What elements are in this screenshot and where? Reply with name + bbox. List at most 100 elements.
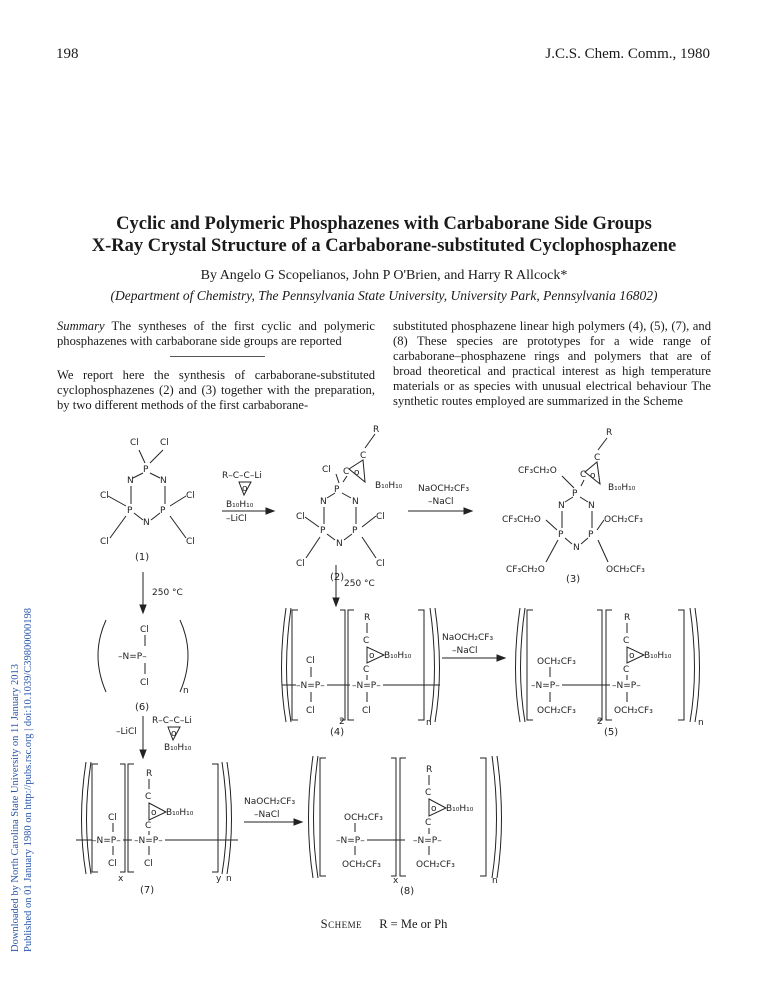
compound-7: x Cl –N=P– Cl R C o B₁₀H₁₀ C –N=P– Cl y … bbox=[76, 761, 238, 896]
atom-label: Cl bbox=[100, 491, 109, 501]
atom-label: B₁₀H₁₀ bbox=[644, 651, 672, 661]
compound-label-6: (6) bbox=[135, 702, 149, 713]
summary-text: The syntheses of the first cyclic and po… bbox=[57, 319, 376, 348]
backbone-label: –N=P– bbox=[92, 836, 121, 846]
atom-label: C bbox=[145, 792, 151, 802]
atom-label: N bbox=[320, 497, 327, 507]
compound-1: Cl Cl P N N P P N Cl Cl Cl Cl (1) bbox=[100, 438, 195, 563]
atom-label: Cl bbox=[186, 537, 195, 547]
atom-label: C bbox=[580, 470, 586, 480]
title-line-1: Cyclic and Polymeric Phosphazenes with C… bbox=[116, 214, 652, 234]
subscript-label: n bbox=[226, 874, 232, 884]
atom-label: C bbox=[343, 467, 349, 477]
atom-label: Cl bbox=[160, 438, 169, 448]
atom-label: B₁₀H₁₀ bbox=[446, 804, 474, 814]
atom-label: N bbox=[558, 501, 565, 511]
atom-label: B₁₀H₁₀ bbox=[384, 651, 412, 661]
atom-label: C bbox=[623, 636, 629, 646]
compound-label-4: (4) bbox=[330, 727, 344, 738]
atom-label: R bbox=[606, 428, 612, 438]
atom-label: CF₃CH₂O bbox=[506, 565, 545, 575]
byproduct-label: –NaCl bbox=[452, 646, 478, 656]
backbone-label: –N=P– bbox=[531, 681, 560, 691]
atom-label: Cl bbox=[186, 491, 195, 501]
atom-label: C bbox=[425, 788, 431, 798]
compound-3: R C C o B₁₀H₁₀ CF₃CH₂O P N N P P N CF₃CH… bbox=[502, 428, 645, 585]
atom-label: o bbox=[629, 651, 635, 661]
atom-label: Cl bbox=[140, 625, 149, 635]
subscript-label: 2 bbox=[339, 717, 345, 727]
reagent-label: R–C–C–Li bbox=[152, 716, 192, 726]
atom-label: Cl bbox=[322, 465, 331, 475]
atom-label: Cl bbox=[362, 706, 371, 716]
reagent-label: B₁₀H₁₀ bbox=[164, 743, 192, 753]
compound-2: R C C o B₁₀H₁₀ Cl P N N P P N Cl Cl Cl C… bbox=[296, 425, 403, 583]
compound-label-8: (8) bbox=[400, 886, 414, 897]
body-column-left: We report here the synthesis of carbabor… bbox=[57, 368, 375, 412]
backbone-label: –N=P– bbox=[296, 681, 325, 691]
atom-label: R bbox=[624, 613, 630, 623]
atom-label: P bbox=[558, 530, 564, 540]
compound-label-2: (2) bbox=[330, 572, 344, 583]
backbone-label: –N=P– bbox=[118, 652, 147, 662]
arrow-7-to-8: NaOCH₂CF₃ –NaCl bbox=[244, 797, 304, 826]
watermark-line-1[interactable]: Downloaded by North Carolina State Unive… bbox=[10, 664, 21, 952]
atom-label: Cl bbox=[306, 706, 315, 716]
arrow-6-to-7: R–C–C–Li o B₁₀H₁₀ –LiCl bbox=[116, 716, 192, 760]
watermark-line-2[interactable]: Published on 01 January 1980 on http://p… bbox=[23, 608, 34, 952]
atom-label: Cl bbox=[108, 813, 117, 823]
atom-label: N bbox=[160, 476, 167, 486]
atom-label: Cl bbox=[140, 678, 149, 688]
atom-label: N bbox=[127, 476, 134, 486]
atom-label: o bbox=[354, 468, 360, 478]
atom-label: o bbox=[171, 729, 177, 739]
atom-label: OCH₂CF₃ bbox=[614, 706, 653, 716]
backbone-label: –N=P– bbox=[612, 681, 641, 691]
atom-label: Cl bbox=[100, 537, 109, 547]
reaction-scheme: Cl Cl P N N P P N Cl Cl Cl Cl (1) R–C–C–… bbox=[0, 400, 768, 930]
atom-label: C bbox=[425, 818, 431, 828]
atom-label: CF₃CH₂O bbox=[518, 466, 557, 476]
atom-label: P bbox=[334, 485, 340, 495]
reagent-label: NaOCH₂CF₃ bbox=[244, 797, 295, 807]
atom-label: Cl bbox=[144, 859, 153, 869]
compound-5: 2 OCH₂CF₃ –N=P– OCH₂CF₃ R C o B₁₀H₁₀ C –… bbox=[515, 607, 704, 738]
atom-label: Cl bbox=[376, 559, 385, 569]
atom-label: B₁₀H₁₀ bbox=[608, 483, 636, 493]
atom-label: Cl bbox=[306, 656, 315, 666]
backbone-label: –N=P– bbox=[336, 836, 365, 846]
caption-text: R = Me or Ph bbox=[379, 917, 448, 931]
atom-label: P bbox=[127, 506, 133, 516]
reagent-label: R–C–C–Li bbox=[222, 471, 262, 481]
subscript-label: x bbox=[393, 876, 399, 886]
atom-label: N bbox=[336, 539, 343, 549]
atom-label: Cl bbox=[376, 512, 385, 522]
atom-label: R bbox=[373, 425, 379, 435]
byproduct-label: –LiCl bbox=[226, 514, 247, 524]
atom-label: OCH₂CF₃ bbox=[537, 657, 576, 667]
summary-paragraph: Summary The syntheses of the first cycli… bbox=[57, 319, 375, 349]
atom-label: OCH₂CF₃ bbox=[342, 860, 381, 870]
atom-label: o bbox=[590, 471, 596, 481]
atom-label: o bbox=[151, 808, 157, 818]
subscript-label: n bbox=[492, 876, 498, 886]
affiliation: (Department of Chemistry, The Pennsylvan… bbox=[110, 288, 658, 303]
scheme-caption: Scheme R = Me or Ph bbox=[0, 917, 768, 932]
journal-name: J.C.S. Chem. Comm., 1980 bbox=[545, 46, 710, 62]
compound-label-7: (7) bbox=[140, 885, 154, 896]
subscript-label: n bbox=[426, 718, 432, 728]
atom-label: R bbox=[426, 765, 432, 775]
caption-label: Scheme bbox=[320, 917, 363, 931]
atom-label: C bbox=[623, 665, 629, 675]
arrow-4-to-5: NaOCH₂CF₃ –NaCl bbox=[442, 633, 507, 662]
backbone-label: –N=P– bbox=[134, 836, 163, 846]
atom-label: Cl bbox=[296, 559, 305, 569]
atom-label: OCH₂CF₃ bbox=[604, 515, 643, 525]
temperature-label: 250 °C bbox=[344, 579, 375, 589]
atom-label: N bbox=[573, 543, 580, 553]
atom-label: N bbox=[352, 497, 359, 507]
arrow-2-to-4: 250 °C bbox=[332, 565, 375, 608]
arrow-1-to-2: R–C–C–Li o B₁₀H₁₀ –LiCl bbox=[222, 471, 276, 524]
compound-label-5: (5) bbox=[604, 727, 618, 738]
compound-6: Cl –N=P– Cl n (6) bbox=[97, 619, 189, 713]
